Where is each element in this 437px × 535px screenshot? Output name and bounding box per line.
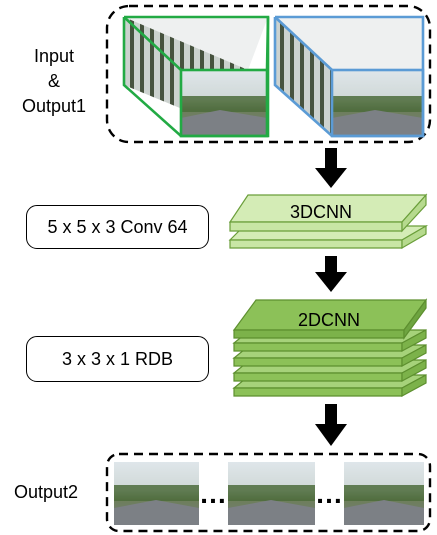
top-label-line2: & — [47, 71, 60, 91]
cnn3d-layer-stack — [228, 193, 429, 250]
ellipsis-1: … — [199, 478, 227, 509]
output-frame-1 — [114, 462, 199, 525]
top-label: Input & Output1 — [14, 44, 94, 119]
output-frame-2 — [228, 462, 315, 525]
arrow-down-icon — [315, 404, 347, 446]
arrow-down-icon — [315, 256, 347, 292]
arrow-down-icon — [315, 148, 347, 188]
rdb-label-box: 3 x 3 x 1 RDB — [26, 336, 209, 382]
cnn2d-layer-stack — [232, 298, 428, 398]
cnn3d-label: 3DCNN — [290, 202, 353, 222]
green-video-cube — [122, 15, 270, 138]
ellipsis-2: … — [315, 478, 343, 509]
conv-label: 5 x 5 x 3 Conv 64 — [47, 216, 188, 237]
output-frame-3 — [344, 462, 424, 525]
top-label-line3: Output1 — [21, 96, 87, 116]
blue-video-cube — [273, 15, 425, 138]
cnn2d-label: 2DCNN — [298, 310, 361, 330]
input-output-dashed-frame — [105, 4, 432, 144]
conv-label-box: 5 x 5 x 3 Conv 64 — [26, 205, 209, 249]
rdb-label: 3 x 3 x 1 RDB — [61, 348, 174, 369]
top-label-line1: Input — [33, 46, 75, 66]
output2-label: Output2 — [14, 482, 79, 502]
